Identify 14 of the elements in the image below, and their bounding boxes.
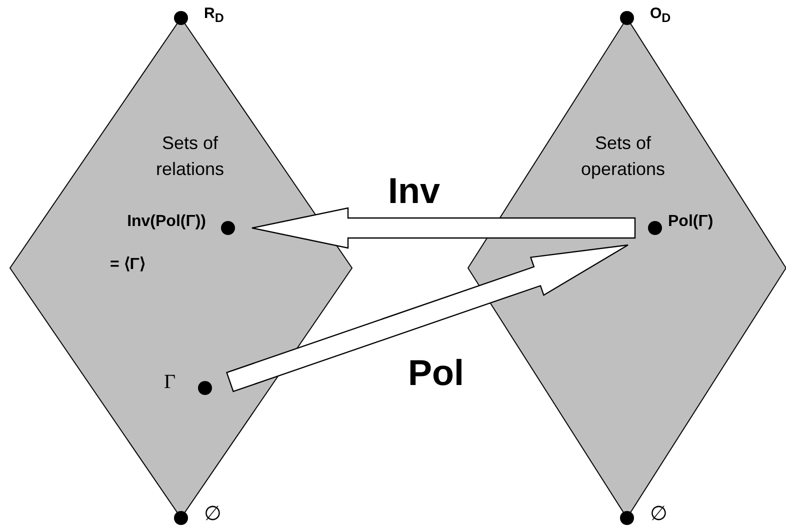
block-arrow [226,244,629,392]
point-label: = ⟨Γ⟩ [110,255,146,274]
edge-label: Inv [388,170,440,212]
point-label: ∅ [650,502,667,526]
point-label: O$_{D}$ [650,5,671,25]
point-label: Pol(Γ) [668,213,714,231]
region-label: Sets of operations [580,132,666,181]
block-arrow [251,207,636,249]
point-label: Inv(Pol(Γ)) [126,213,206,231]
edge-label: Pol [408,352,464,394]
point-label: ∅ [204,502,221,526]
point-label: R$_{D}$ [204,5,224,25]
point-label: Γ [164,371,176,394]
region-label: Sets of relations [154,132,226,181]
